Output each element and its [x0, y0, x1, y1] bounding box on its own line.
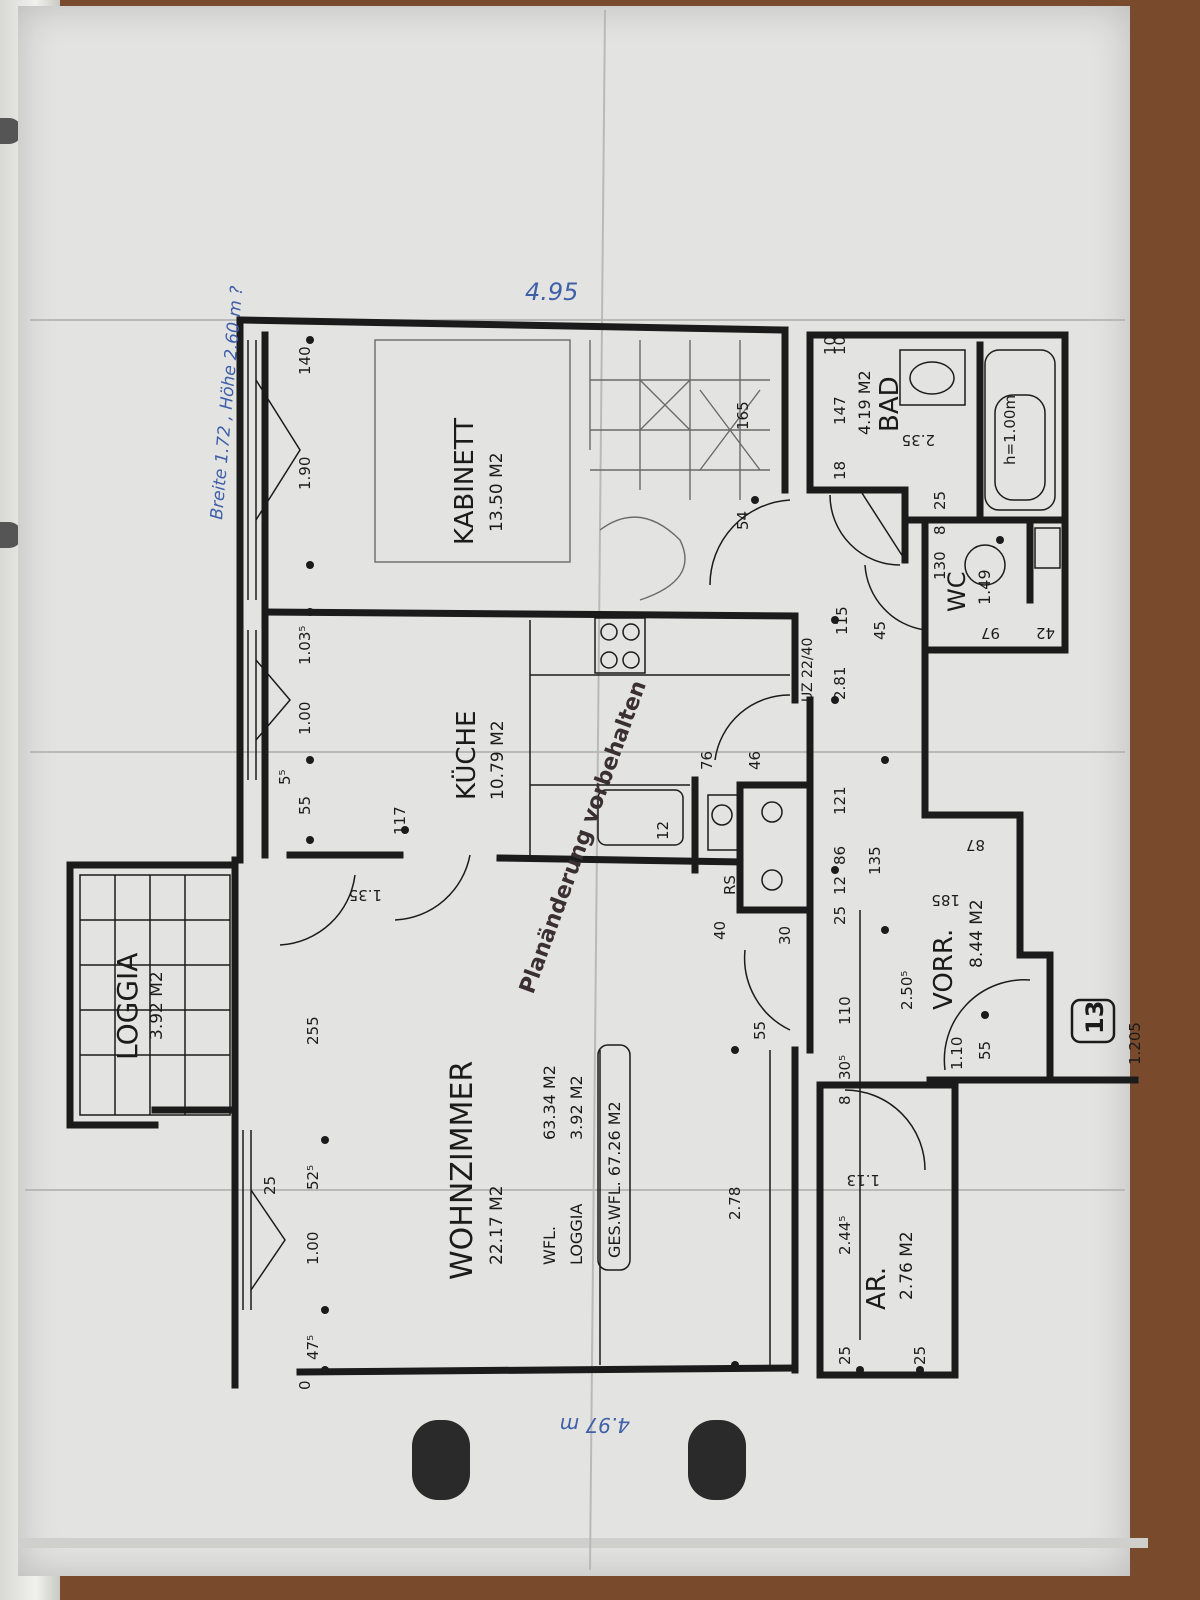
summary-total: GES.WFL. 67.26 M2 [605, 1101, 624, 1258]
dimension-label: 121 [831, 786, 849, 815]
dimension-label: 140 [296, 346, 314, 375]
bath-note: h=1.00m [1001, 395, 1019, 465]
dimension-label: 25 [831, 906, 849, 925]
dimension-label: 25 [911, 1346, 929, 1365]
dimension-label: 1.00 [296, 702, 314, 735]
room-area-wc: 1.49 [975, 569, 994, 605]
dimension-label: 76 [698, 751, 716, 770]
floor-plan-paper [18, 6, 1130, 1576]
dimension-label: 54 [734, 511, 752, 530]
dimension-label: 0 [296, 1380, 314, 1390]
dimension-label: 18 [831, 461, 849, 480]
dimension-label: 46 [746, 751, 764, 770]
dimension-label: RS [721, 875, 739, 895]
paper-folds [25, 9, 1125, 1571]
dimension-label: 25 [261, 1176, 279, 1195]
dimension-label: 87 [966, 836, 985, 854]
room-name-ar: AR. [862, 1267, 892, 1310]
dimension-markers [306, 336, 1004, 1374]
dimension-label: 117 [391, 806, 409, 835]
dimension-label: 52⁵ [304, 1165, 322, 1190]
room-name-wohnzimmer: WOHNZIMMER [445, 1061, 480, 1280]
total-box [597, 1044, 631, 1271]
binder-hole [0, 118, 22, 144]
dimension-label: 1.10 [948, 1037, 966, 1070]
dimension-label: 2.78 [726, 1187, 744, 1220]
dimension-label: 2.81 [831, 667, 849, 700]
handwritten-dimension-note: 4.95 [525, 278, 578, 306]
dimension-label: 55 [976, 1041, 994, 1060]
room-area-kueche: 10.79 M2 [488, 720, 508, 800]
room-area-ar: 2.76 M2 [897, 1231, 917, 1300]
dimension-label: 1.90 [296, 457, 314, 490]
summary-loggia-label: LOGGIA [567, 1204, 586, 1265]
dimension-label: 115 [833, 606, 851, 635]
dimension-label: 2.50⁵ [898, 971, 916, 1010]
unit-number-box [1070, 998, 1116, 1044]
dimension-label: 45 [871, 621, 889, 640]
dimension-label: 5⁵ [276, 769, 294, 785]
dimension-labels: 140 1.90 1.03⁵ 1.00 5⁵ 55 117 1.35 255 2… [261, 336, 1144, 1390]
dimension-label: 165 [734, 401, 752, 430]
dimension-label: 2.44⁵ [836, 1216, 854, 1255]
chimney-note: UZ 22/40 [800, 638, 816, 702]
dimension-label: 135 [866, 846, 884, 875]
dimension-label: 97 [981, 624, 1000, 642]
dimension-label: 47⁵ [304, 1335, 322, 1360]
dimension-label: 42 [1036, 624, 1055, 642]
dimension-label: 1.35 [349, 886, 382, 904]
dimension-label: 86 [831, 846, 849, 865]
dimension-label: 30 [776, 926, 794, 945]
dimension-label: 12 [831, 876, 849, 895]
room-area-wohnzimmer: 22.17 M2 [487, 1185, 507, 1265]
dimension-label: 255 [304, 1016, 322, 1045]
dimension-label: 185 [931, 891, 960, 909]
dimension-label: 55 [751, 1021, 769, 1040]
dimension-label: 55 [296, 796, 314, 815]
dimension-label: 12 [654, 821, 672, 840]
summary-loggia-value: 3.92 M2 [567, 1075, 586, 1140]
stamp-text: Planänderung vorbehalten [515, 677, 652, 997]
dimension-label: 8 [931, 525, 949, 535]
punch-holes [412, 1420, 746, 1500]
dimension-label: 10 [821, 336, 839, 355]
room-area-bad: 4.19 M2 [855, 370, 874, 435]
dimension-label: 1.03⁵ [296, 626, 314, 665]
dimension-label: 10 [831, 336, 849, 355]
dimension-label: 2.35 [902, 431, 935, 449]
room-area-kabinett: 13.50 M2 [487, 452, 507, 532]
plan-details [79, 340, 1061, 1365]
handwritten-bottom-note: 4.97 m [560, 1413, 630, 1437]
dimension-label: 40 [711, 921, 729, 940]
dimension-label: 25 [836, 1346, 854, 1365]
dimension-label: 1.205 [1126, 1022, 1144, 1065]
room-name-wc: WC [943, 572, 971, 613]
room-name-kueche: KÜCHE [450, 710, 482, 800]
dimension-label: 147 [831, 396, 849, 425]
summary-wfl-label: WFL. [540, 1226, 559, 1265]
summary-wfl-value: 63.34 M2 [540, 1065, 559, 1140]
walls [66, 316, 1139, 1389]
room-area-loggia: 3.92 M2 [147, 971, 167, 1040]
dimension-label: 8 [836, 1095, 854, 1105]
dimension-label: 1.00 [304, 1232, 322, 1265]
dimension-label: 110 [836, 996, 854, 1025]
dimension-label: 30⁵ [836, 1055, 854, 1080]
plastic-sleeve-edge [18, 1538, 1148, 1548]
dimension-label: 25 [931, 491, 949, 510]
room-area-vorr: 8.44 M2 [967, 899, 987, 968]
room-name-bad: BAD [875, 376, 905, 432]
room-name-vorr: VORR. [929, 929, 959, 1010]
pencil-sketch [374, 339, 770, 601]
room-name-kabinett: KABINETT [450, 418, 480, 545]
binder-hole [0, 522, 22, 548]
dimension-label: 130 [931, 551, 949, 580]
room-name-loggia: LOGGIA [111, 953, 144, 1060]
unit-number: 13 [1081, 1001, 1109, 1034]
dimension-label: 1.13 [847, 1171, 880, 1189]
